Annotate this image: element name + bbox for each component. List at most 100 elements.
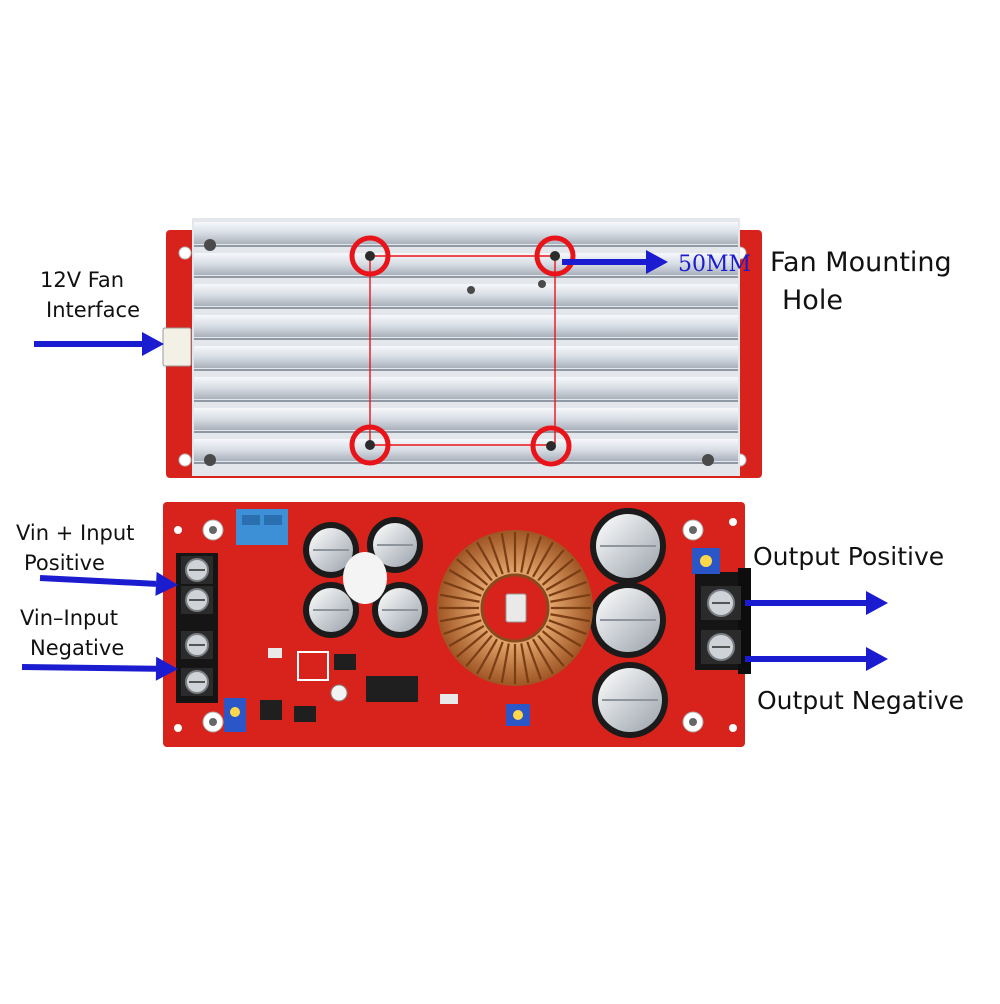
fan-interface-label-line2: Interface: [46, 298, 141, 322]
output-terminals: [701, 586, 741, 664]
jumper-header: [264, 515, 282, 525]
heatsink-fin: [194, 346, 738, 368]
coil-wrap: [465, 634, 493, 667]
trimpot: [506, 704, 530, 726]
coil-wrap: [548, 580, 587, 597]
heatsink-fin: [194, 377, 738, 399]
board-screw: [682, 519, 704, 541]
coil-wrap: [448, 625, 485, 647]
smd-component: [440, 694, 458, 704]
arrow-right-icon: [745, 591, 888, 615]
pcb-corner-hole: [174, 724, 182, 732]
trimpot: [692, 548, 720, 574]
coil-wrap: [545, 625, 582, 647]
coil-wrap: [537, 549, 565, 582]
capacitors: [303, 508, 668, 738]
callout-arrows: [21, 250, 888, 681]
vin-positive-label: Vin + Input Positive: [16, 518, 134, 578]
coil-wrap: [520, 643, 530, 684]
coil-wrap: [550, 593, 591, 603]
coil-wrap: [476, 638, 498, 675]
output-positive-label: Output Positive: [753, 542, 945, 571]
coil-wrap: [500, 643, 510, 684]
coil-wrap: [541, 630, 574, 658]
coil-wrap: [537, 634, 565, 667]
board-screw: [682, 711, 704, 733]
coil-wrap: [465, 549, 493, 582]
vin-positive-label-line2: Positive: [24, 551, 105, 575]
control-ic: [294, 706, 316, 722]
arrow-right-icon: [745, 647, 888, 671]
pcb-corner-hole: [174, 526, 182, 534]
glue-blob: [343, 552, 387, 604]
coil-wrap: [550, 613, 591, 623]
converter-board: [163, 502, 751, 747]
pcb-corner-hole: [178, 453, 192, 467]
jumper-header: [242, 515, 260, 525]
control-ic: [260, 700, 282, 720]
arrow-right-icon: [21, 656, 178, 681]
coil-wrap: [500, 532, 510, 573]
heatsink-screw: [204, 239, 216, 251]
jumper-header: [236, 509, 288, 545]
coil-wrap: [526, 641, 543, 680]
heatsink-fin: [194, 284, 738, 306]
arrow-right-icon: [562, 250, 668, 274]
circle-marker-icon: [534, 235, 576, 277]
toroid-inductor: [437, 530, 593, 686]
coil-wrap: [532, 638, 554, 675]
mount-hole-label-line1: Fan Mounting: [770, 247, 952, 278]
coil-wrap: [487, 641, 504, 680]
arrow-right-icon: [39, 571, 178, 596]
heatsink-fin: [194, 315, 738, 337]
smd-component: [268, 648, 282, 658]
vin-positive-label-line1: Vin + Input: [16, 521, 135, 545]
vin-negative-label-line1: Vin–Input: [20, 606, 118, 630]
arrow-right-icon: [34, 332, 164, 356]
mount-hole-label-line2: Hole: [782, 285, 843, 316]
coil-wrap: [439, 613, 480, 623]
indicator-led: [330, 684, 348, 702]
coil-wrap: [545, 569, 582, 591]
control-ic: [334, 654, 356, 670]
coil-wrap: [548, 619, 587, 636]
pcb-corner-hole: [178, 246, 192, 260]
circle-marker-icon: [349, 235, 391, 277]
coil-wrap: [443, 580, 482, 597]
heatsink-fin: [194, 222, 738, 244]
coil-wrap: [439, 593, 480, 603]
vin-negative-label-line2: Negative: [30, 636, 125, 660]
coil-wrap: [456, 630, 489, 658]
coil-wrap: [520, 532, 530, 573]
heatsink-screw: [204, 454, 216, 466]
coil-wrap: [487, 536, 504, 575]
pcb-corner-hole: [729, 518, 737, 526]
trimpot: [224, 698, 246, 732]
circle-marker-icon: [530, 425, 572, 467]
vin-negative-label: Vin–Input Negative: [20, 603, 124, 663]
fan-interface-label-line1: 12V Fan: [40, 268, 125, 292]
heatsink-fin: [194, 439, 738, 461]
heatsink-fin: [194, 408, 738, 430]
coil-wrap: [456, 558, 489, 586]
output-terminal-flange: [738, 568, 751, 674]
control-ic: [366, 676, 418, 702]
heatsink-assembly: [162, 218, 762, 478]
coil-wrap: [532, 541, 554, 578]
input-terminals: [181, 556, 213, 696]
spacing-label: 50MM: [678, 252, 752, 277]
fan-interface-label: 12V Fan Interface: [40, 265, 140, 325]
fan-connector: [162, 327, 192, 367]
coil-wrap: [526, 536, 543, 575]
coil-wrap: [476, 541, 498, 578]
circle-marker-icon: [349, 424, 391, 466]
pcb-corner-hole: [729, 724, 737, 732]
heatsink-screw: [702, 454, 714, 466]
heatsink-fin: [194, 253, 738, 275]
heatsink-screw: [538, 280, 546, 288]
board-screw: [202, 711, 224, 733]
heatsink-screw: [467, 286, 475, 294]
board-screw: [202, 519, 224, 541]
